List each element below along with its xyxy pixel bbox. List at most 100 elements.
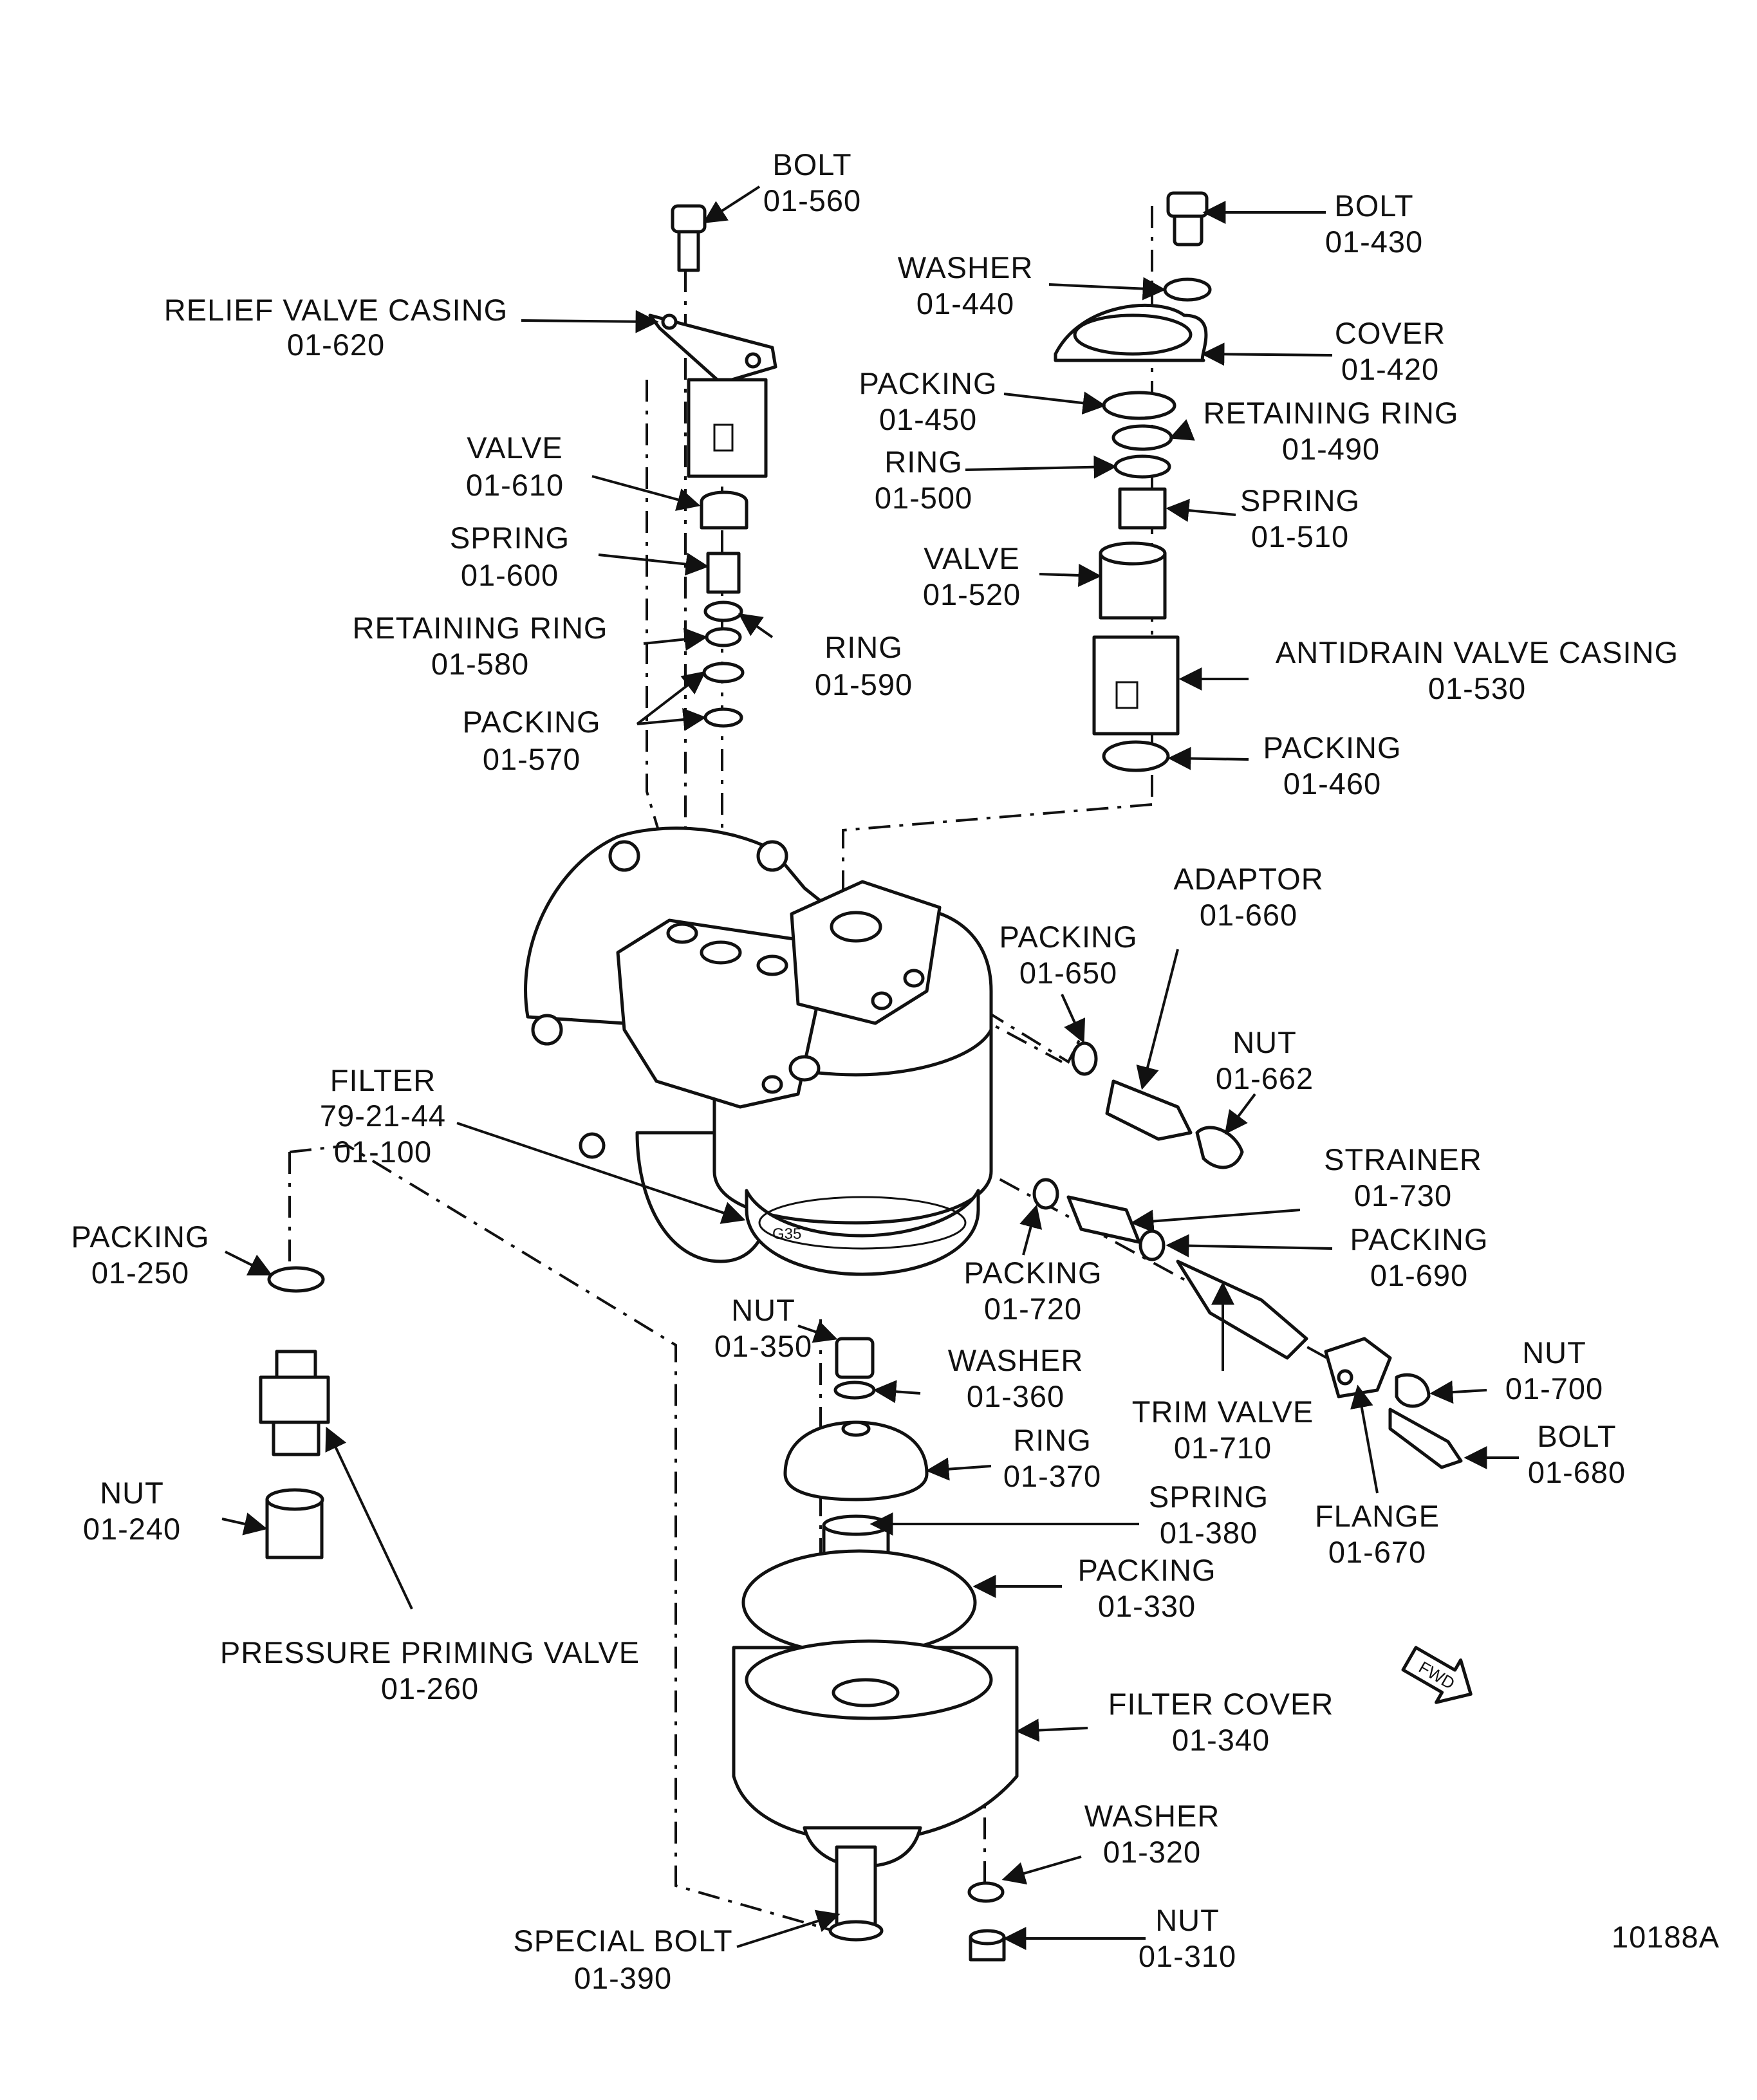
callout-name: WASHER [1084,1799,1220,1833]
callout-part: 01-700 [1505,1371,1603,1406]
callout-part: 01-660 [1200,898,1297,932]
callout-part: 01-240 [83,1512,181,1546]
callout-name: NUT [1232,1025,1297,1059]
leader-lines [221,185,1519,1950]
callout-part: 01-620 [287,328,385,362]
callout-part: 01-560 [763,183,861,218]
callout-part: 01-650 [1019,956,1117,990]
callout-ref: 79-21-44 [320,1099,446,1133]
right-side-fittings [1032,1041,1463,1469]
callout-name: PACKING [462,705,600,739]
callout-part: 01-730 [1354,1178,1452,1213]
callout-name: PACKING [71,1220,209,1254]
callout-part: 01-430 [1325,225,1423,259]
callout-part: 01-610 [466,468,564,502]
callout-part: 01-490 [1282,432,1380,466]
callout-name: PRESSURE PRIMING VALVE [220,1635,640,1669]
callout-part: 01-260 [381,1671,479,1705]
callout-part: 01-580 [431,647,529,681]
callout-name: PACKING [999,920,1137,954]
callout-part: 01-310 [1139,1939,1236,1973]
figure-id: 10188A [1612,1920,1719,1954]
callout-part: 01-460 [1283,767,1381,801]
callout-name: RETAINING RING [353,611,608,645]
filter-bottom-assembly [732,1337,1019,1962]
callout-part: 01-100 [334,1135,432,1169]
callout-part: 01-440 [916,286,1014,321]
callout-name: NUT [1522,1335,1586,1370]
callout-name: VALVE [467,431,563,465]
callout-name: SPRING [1149,1480,1269,1514]
callout-name: FILTER [330,1063,436,1097]
filter-housing-body: G35 [524,826,993,1276]
relief-valve-stack [648,204,777,728]
callout-part: 01-530 [1428,671,1526,705]
callout-name: SPRING [1240,483,1360,517]
callout-part: 01-320 [1103,1835,1201,1869]
callout-name: VALVE [924,541,1020,575]
callout-part: 01-370 [1003,1459,1101,1493]
callout-name: BOLT [1334,189,1413,223]
callout-name: PACKING [1350,1222,1488,1256]
callout-name: WASHER [898,250,1034,284]
callout-part: 01-330 [1098,1589,1196,1623]
callout-name: PACKING [859,366,997,400]
callout-name: RELIEF VALVE CASING [164,293,508,327]
callout-name: PACKING [1263,730,1401,765]
callout-name: COVER [1335,316,1446,350]
callout-part: 01-250 [91,1256,189,1290]
callout-part: 01-510 [1251,519,1349,553]
callout-name: FLANGE [1315,1499,1440,1533]
antidrain-valve-stack [1054,191,1212,772]
callout-part: 01-690 [1370,1258,1468,1292]
callout-name: NUT [100,1476,164,1510]
callout-name: FILTER COVER [1108,1687,1334,1721]
callout-name: ANTIDRAIN VALVE CASING [1276,635,1678,669]
callout-part: 01-390 [574,1961,672,1995]
callout-part: 01-590 [815,667,913,702]
callout-part: 01-340 [1172,1723,1270,1757]
callout-part: 01-720 [984,1292,1082,1326]
callout-name: SPECIAL BOLT [513,1924,732,1958]
callout-name: RETAINING RING [1204,396,1459,430]
callout-name: NUT [731,1293,795,1327]
callout-part: 01-670 [1328,1535,1426,1569]
callout-part: 01-600 [461,558,559,592]
callout-name: NUT [1155,1903,1220,1937]
callout-part: 01-662 [1216,1061,1314,1095]
callout-part: 01-450 [879,402,977,436]
callout-part: 01-360 [967,1379,1064,1413]
callout-name: PACKING [963,1256,1102,1290]
callout-part: 01-380 [1160,1516,1258,1550]
callout-name: TRIM VALVE [1132,1395,1314,1429]
callout-name: RING [824,630,903,664]
